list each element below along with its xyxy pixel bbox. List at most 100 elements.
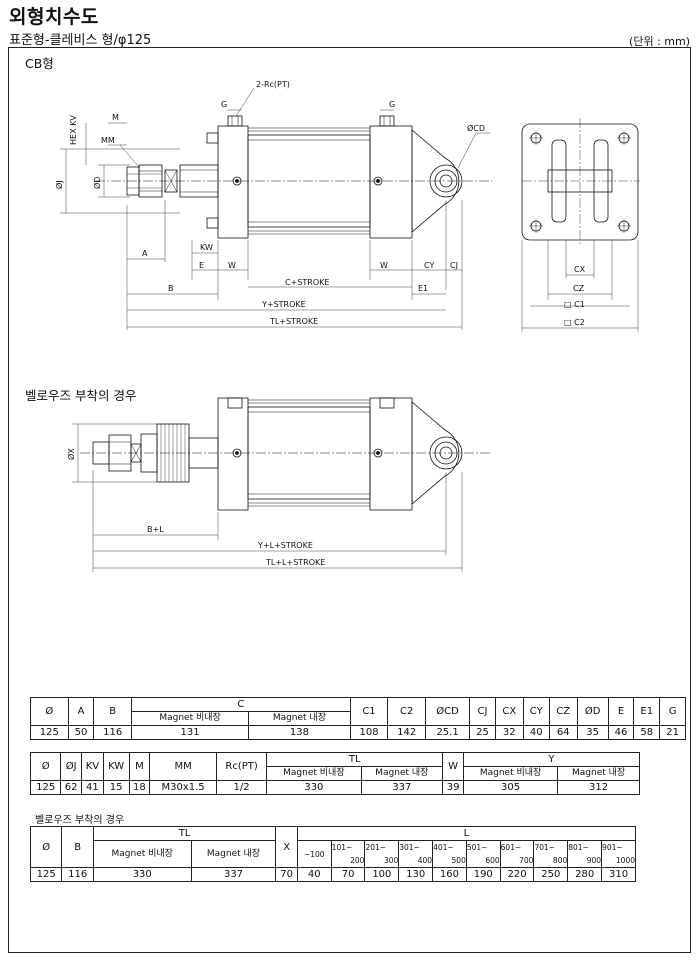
t1-cell: 116 bbox=[93, 725, 133, 740]
t1-h-cy: CY bbox=[522, 697, 550, 726]
label-tl-l-stroke: TL+L+STROKE bbox=[265, 558, 325, 567]
section-cb-title: CB형 bbox=[25, 56, 54, 71]
t3-cell: 116 bbox=[61, 867, 94, 882]
t1-cell: 142 bbox=[387, 725, 426, 740]
t3-h-l-range: 101~200 bbox=[330, 840, 366, 868]
t3-cell: 330 bbox=[92, 867, 192, 882]
t3-cell: 280 bbox=[567, 867, 603, 882]
page-subtitle: 표준형-클레비스 형/φ125 bbox=[9, 33, 152, 48]
t2-h-y-mag: Magnet 내장 bbox=[557, 766, 640, 781]
t2-cell: 1/2 bbox=[215, 780, 268, 795]
label-g-rear: G bbox=[389, 100, 395, 109]
t1-cell: 108 bbox=[349, 725, 389, 740]
t3-h-l-range: 801~900 bbox=[567, 840, 603, 868]
label-a: A bbox=[142, 249, 148, 258]
t3-cell: 250 bbox=[533, 867, 569, 882]
t1-h-cz: CZ bbox=[548, 697, 578, 726]
unit-label: (단위 : mm) bbox=[629, 35, 690, 48]
t2-h-m: M bbox=[128, 752, 151, 781]
label-phi-d: ØD bbox=[92, 177, 102, 189]
label-b: B bbox=[168, 284, 174, 293]
t1-h-d: ØD bbox=[576, 697, 609, 726]
t3-h-tl: TL bbox=[92, 826, 277, 841]
t1-h-cj: CJ bbox=[469, 697, 496, 726]
label-e1: E1 bbox=[418, 284, 428, 293]
t1-h-a: A bbox=[67, 697, 95, 726]
label-cx: CX bbox=[574, 265, 586, 274]
t1-h-c2: C2 bbox=[387, 697, 426, 726]
t3-h-tl-nomag: Magnet 비내장 bbox=[92, 840, 192, 868]
spec-table-2: Ø ØJ KV KW M MM Rc(PT) TL W Y Magnet 비내장… bbox=[29, 752, 641, 795]
label-w-front: W bbox=[228, 261, 236, 270]
t1-cell: 25 bbox=[469, 725, 496, 740]
t1-cell: 35 bbox=[576, 725, 609, 740]
t3-h-l-range: 401~500 bbox=[432, 840, 467, 868]
t2-h-rc: Rc(PT) bbox=[215, 752, 268, 781]
t1-cell: 138 bbox=[248, 725, 351, 740]
t3-h-l-range: 701~800 bbox=[533, 840, 569, 868]
t2-h-mm: MM bbox=[149, 752, 217, 781]
t1-h-e1: E1 bbox=[633, 697, 661, 726]
cb-drawing: 2-Rc(PT) G G M HEX KV MM ØJ ØD ØCD A KW … bbox=[54, 80, 640, 332]
t3-cell: 190 bbox=[465, 867, 501, 882]
t1-h-c1: C1 bbox=[349, 697, 389, 726]
label-rc-pt: 2-Rc(PT) bbox=[256, 80, 290, 89]
t2-cell: 125 bbox=[29, 780, 62, 795]
t1-cell: 64 bbox=[548, 725, 578, 740]
label-m: M bbox=[112, 113, 119, 122]
t3-cell: 310 bbox=[601, 867, 636, 882]
section-bellows-table-title: 벨로우즈 부착의 경우 bbox=[35, 815, 125, 826]
t2-h-y: Y bbox=[462, 752, 641, 767]
t3-cell: 100 bbox=[364, 867, 400, 882]
t3-h-x: X bbox=[275, 826, 298, 868]
t1-cell: 25.1 bbox=[424, 725, 471, 740]
t1-cell: 50 bbox=[67, 725, 95, 740]
t1-cell: 125 bbox=[30, 725, 69, 740]
t3-h-b: B bbox=[61, 826, 94, 868]
t3-cell: 337 bbox=[190, 867, 277, 882]
t1-h-c-mag: Magnet 내장 bbox=[248, 711, 351, 726]
t2-cell: 305 bbox=[462, 780, 559, 795]
label-tl-stroke: TL+STROKE bbox=[269, 317, 318, 326]
t1-h-e: E bbox=[607, 697, 635, 726]
t3-h-l-range: ~100 bbox=[296, 840, 332, 868]
t1-h-bore: Ø bbox=[30, 697, 69, 726]
t1-h-c-nomag: Magnet 비내장 bbox=[131, 711, 250, 726]
t1-h-b: B bbox=[93, 697, 133, 726]
t3-cell: 160 bbox=[432, 867, 467, 882]
label-g-front: G bbox=[221, 100, 227, 109]
spec-table-1: Ø A B C C1 C2 ØCD CJ CX CY CZ ØD E E1 G … bbox=[30, 697, 686, 740]
t2-cell: 330 bbox=[266, 780, 362, 795]
spec-table-3: Ø B TL X L Magnet 비내장 Magnet 내장 ~100 101… bbox=[29, 826, 637, 882]
label-w-rear: W bbox=[380, 261, 388, 270]
t1-cell: 131 bbox=[131, 725, 250, 740]
t2-h-j: ØJ bbox=[60, 752, 83, 781]
t2-h-w: W bbox=[442, 752, 464, 781]
label-phi-x: ØX bbox=[66, 448, 76, 460]
label-y-stroke: Y+STROKE bbox=[261, 300, 306, 309]
label-hex-kv: HEX KV bbox=[69, 115, 78, 145]
t3-h-l: L bbox=[296, 826, 637, 841]
t3-cell: 125 bbox=[29, 867, 63, 882]
label-kw: KW bbox=[200, 243, 213, 252]
section-bellows-title: 벨로우즈 부착의 경우 bbox=[25, 388, 137, 403]
label-phi-j: ØJ bbox=[54, 180, 64, 189]
label-cy: CY bbox=[424, 261, 434, 270]
t1-cell: 40 bbox=[522, 725, 550, 740]
bellows-drawing: ØX B+L Y+L+STROKE TL+L+STROKE bbox=[66, 397, 492, 572]
t1-h-cx: CX bbox=[494, 697, 524, 726]
label-phi-cd: ØCD bbox=[467, 123, 485, 133]
label-c2: □ C2 bbox=[564, 318, 585, 327]
t3-cell: 70 bbox=[275, 867, 298, 882]
label-mm: MM bbox=[101, 136, 115, 145]
label-cz: CZ bbox=[573, 284, 585, 293]
t3-cell: 220 bbox=[499, 867, 535, 882]
t2-h-kw: KW bbox=[102, 752, 130, 781]
t3-cell: 70 bbox=[330, 867, 366, 882]
label-y-l-stroke: Y+L+STROKE bbox=[257, 541, 313, 550]
drawing-frame bbox=[8, 47, 691, 953]
t1-h-cd: ØCD bbox=[424, 697, 471, 726]
t3-h-l-range: 301~400 bbox=[398, 840, 434, 868]
t3-cell: 130 bbox=[398, 867, 434, 882]
t1-cell: 32 bbox=[494, 725, 524, 740]
